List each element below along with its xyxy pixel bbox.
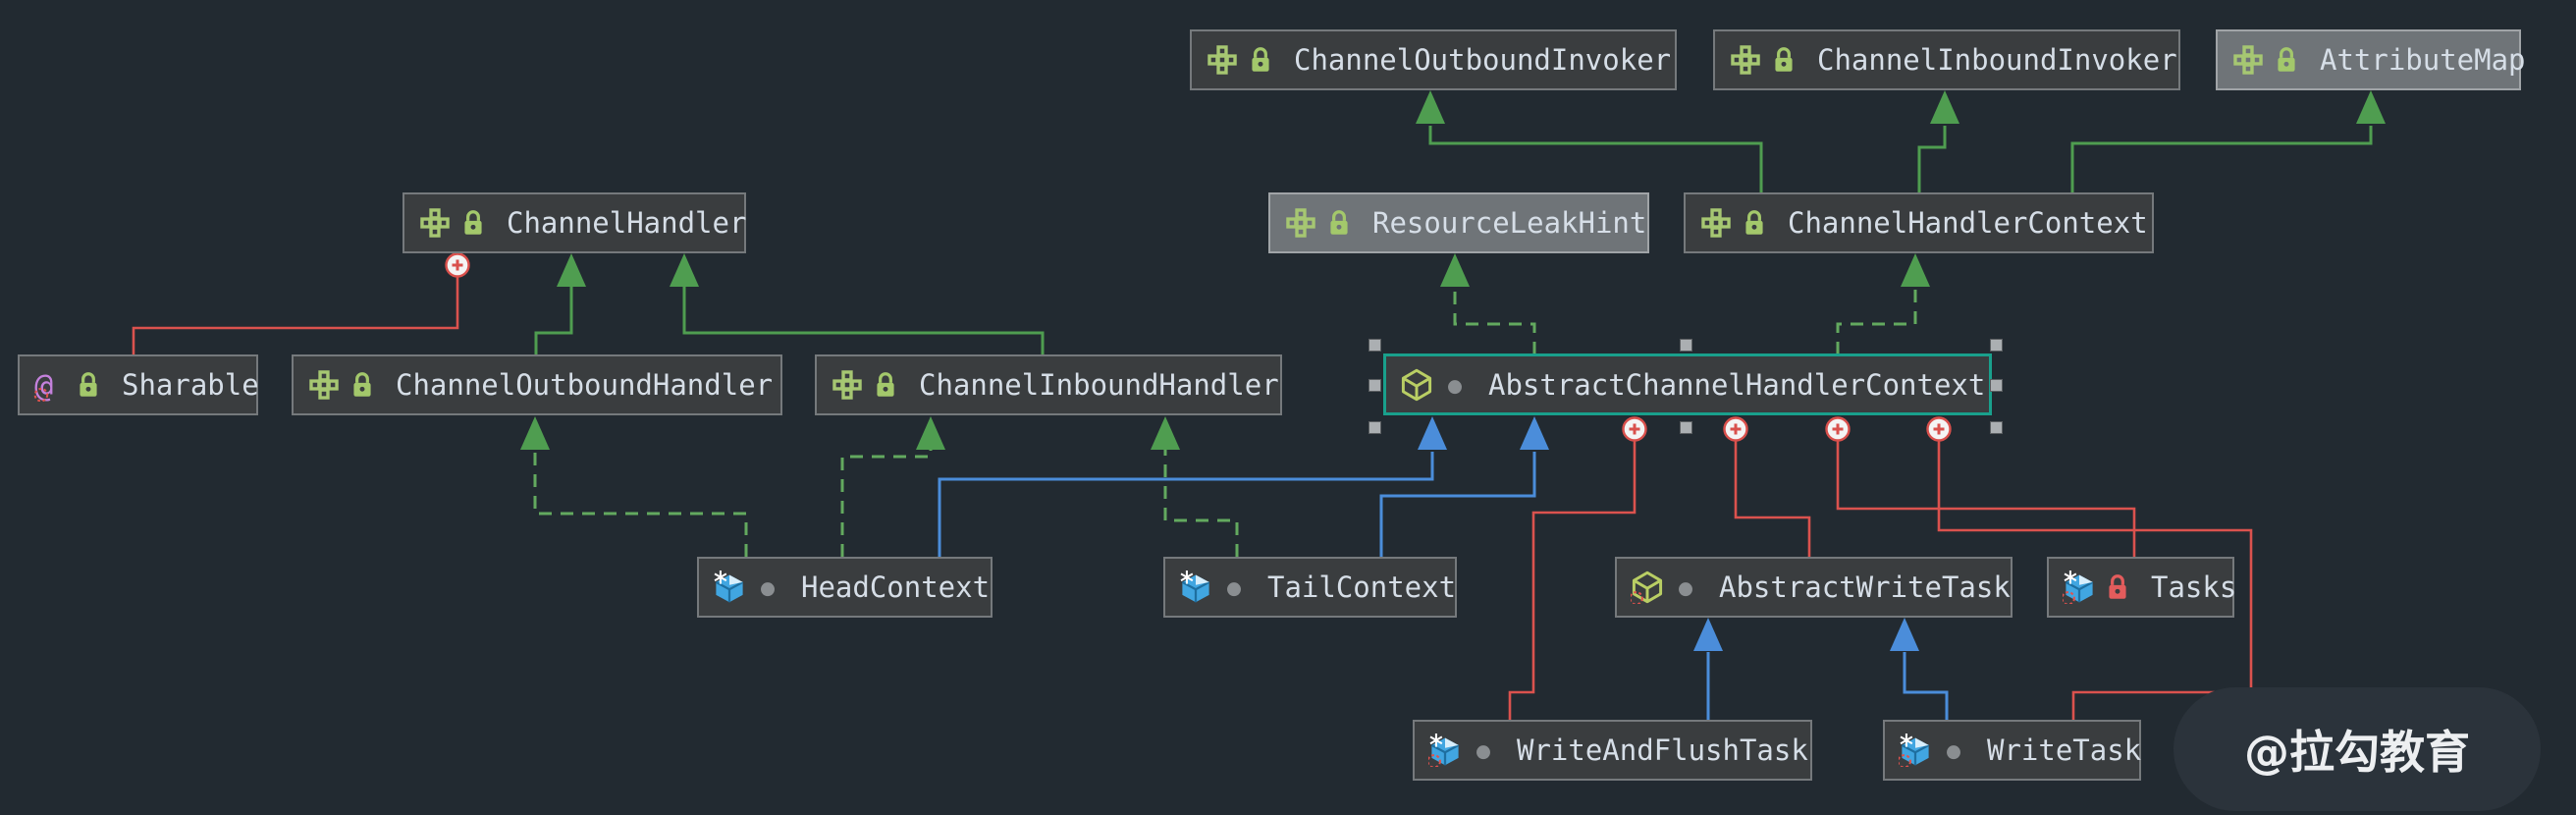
class-name-label: AbstractWriteTask [1719, 570, 2011, 604]
svg-text:@: @ [34, 368, 53, 402]
class-name-label: ResourceLeakHint [1372, 206, 1647, 240]
selection-handle-top-mid[interactable] [1680, 339, 1692, 352]
public-lock-icon [80, 372, 97, 397]
package-private-dot-icon [1947, 745, 1960, 760]
class-node-tasks[interactable]: Tasks [2047, 557, 2237, 618]
edge-channelhandler-inner-sharable [132, 276, 459, 354]
class-name-label: ChannelHandlerContext [1788, 206, 2148, 240]
watermark-text: @拉勾教育 [2244, 726, 2470, 779]
abstract-class-icon [1631, 570, 1663, 604]
public-lock-icon [877, 372, 894, 397]
class-node-channelhandlercontext[interactable]: ChannelHandlerContext [1684, 192, 2154, 253]
class-name-label: AttributeMap [2320, 43, 2526, 77]
edge-achc-inner-tasks [1836, 440, 2136, 557]
interface-icon [420, 208, 450, 238]
public-lock-icon [2278, 47, 2295, 72]
edge-tailcontext-implements-channelinboundhandler [1163, 450, 1239, 557]
edge-writetask-extends-abstractwritetask [1903, 652, 1949, 720]
edge-headcontext-extends-achc [938, 452, 1434, 557]
public-lock-icon [1775, 47, 1793, 72]
final-class-icon [1180, 570, 1210, 603]
class-node-tailcontext[interactable]: TailContext [1163, 557, 1457, 618]
package-private-dot-icon [1679, 582, 1692, 597]
edge-channelhandlercontext-extends-channelinboundinvoker [1917, 126, 1947, 192]
edge-channeloutboundhandler-extends-channelhandler [534, 287, 573, 354]
class-node-resourceleakhint[interactable]: ResourceLeakHint [1268, 192, 1649, 253]
private-lock-icon [2109, 574, 2126, 599]
class-name-label: ChannelInboundHandler [919, 368, 1279, 402]
class-node-channeloutboundhandler[interactable]: ChannelOutboundHandler [292, 354, 782, 415]
class-name-label: AbstractChannelHandlerContext [1488, 367, 1986, 402]
interface-icon [1286, 208, 1315, 238]
edge-channelhandlercontext-extends-channeloutboundinvoker [1428, 126, 1763, 192]
class-node-writeandflushtask[interactable]: WriteAndFlushTask [1413, 720, 1812, 781]
final-class-icon [2063, 570, 2094, 604]
class-node-channelhandler[interactable]: ChannelHandler [402, 192, 746, 253]
class-name-label: ChannelInboundInvoker [1817, 43, 2177, 77]
edge-tailcontext-extends-achc [1379, 452, 1536, 557]
class-node-channelinboundinvoker[interactable]: ChannelInboundInvoker [1713, 29, 2180, 90]
edge-headcontext-implements-channeloutboundhandler [533, 450, 748, 557]
class-node-abstractchannelhandlercontext[interactable]: AbstractChannelHandlerContext [1383, 353, 1992, 415]
class-name-label: WriteAndFlushTask [1517, 734, 1808, 767]
class-name-label: Sharable [122, 368, 259, 402]
edge-headcontext-implements-channelinboundhandler [840, 450, 933, 557]
public-lock-icon [353, 372, 371, 397]
class-node-abstractwritetask[interactable]: AbstractWriteTask [1615, 557, 2012, 618]
edge-achc-inner-abstractwritetask [1734, 440, 1811, 557]
edge-channelinboundhandler-extends-channelhandler [682, 287, 1045, 354]
public-lock-icon [464, 210, 482, 235]
public-lock-icon [1745, 210, 1763, 235]
annotation-icon: @ [33, 368, 53, 402]
interface-icon [309, 370, 339, 400]
selection-handle-bottom-left[interactable] [1368, 421, 1381, 434]
interface-icon [832, 370, 862, 400]
final-class-icon [1428, 734, 1460, 767]
package-private-dot-icon [1448, 379, 1462, 394]
interface-icon [1701, 208, 1731, 238]
class-node-channelinboundhandler[interactable]: ChannelInboundHandler [815, 354, 1282, 415]
edge-channelhandlercontext-extends-attributemap [2070, 126, 2373, 192]
selection-handle-bottom-mid[interactable] [1680, 421, 1692, 434]
selection-handle-top-left[interactable] [1368, 339, 1381, 352]
class-node-headcontext[interactable]: HeadContext [697, 557, 993, 618]
edge-achc-implements-channelhandlercontext [1836, 287, 1917, 354]
class-node-attributemap[interactable]: AttributeMap [2216, 29, 2526, 90]
annotation-node-sharable[interactable]: @ Sharable [18, 354, 259, 415]
class-name-label: TailContext [1267, 570, 1457, 604]
package-private-dot-icon [761, 582, 775, 597]
package-private-dot-icon [1476, 745, 1490, 760]
watermark-badge: @拉勾教育 [2174, 687, 2541, 811]
selection-handle-mid-left[interactable] [1368, 379, 1381, 392]
final-class-icon [714, 570, 744, 603]
class-name-label: ChannelHandler [507, 206, 747, 240]
interface-icon [1731, 45, 1760, 75]
class-name-label: Tasks [2151, 570, 2237, 604]
class-name-label: ChannelOutboundHandler [396, 368, 774, 402]
selection-handle-bottom-right[interactable] [1990, 421, 2003, 434]
interface-icon [1208, 45, 1237, 75]
class-name-label: ChannelOutboundInvoker [1294, 43, 1672, 77]
final-class-icon [1899, 734, 1930, 767]
interface-icon [2233, 45, 2263, 75]
selection-handle-top-right[interactable] [1990, 339, 2003, 352]
class-name-label: HeadContext [801, 570, 991, 604]
package-private-dot-icon [1227, 582, 1241, 597]
public-lock-icon [1330, 210, 1348, 235]
class-name-label: WriteTask [1987, 734, 2142, 767]
public-lock-icon [1252, 47, 1269, 72]
class-node-writetask[interactable]: WriteTask [1883, 720, 2141, 781]
edge-achc-implements-resourceleakhint [1453, 287, 1536, 354]
abstract-class-icon [1401, 368, 1432, 401]
class-node-channeloutboundinvoker[interactable]: ChannelOutboundInvoker [1190, 29, 1677, 90]
selection-handle-mid-right[interactable] [1990, 379, 2003, 392]
